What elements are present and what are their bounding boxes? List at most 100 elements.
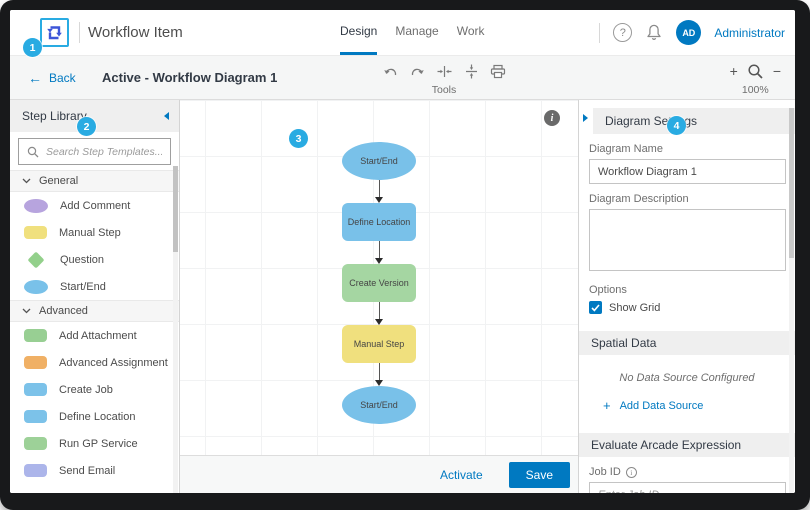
zoom-in-icon[interactable]: + <box>729 63 738 79</box>
step-label: Advanced Assignment <box>59 356 168 369</box>
step-shape <box>24 356 47 369</box>
add-data-source-label: Add Data Source <box>619 399 704 412</box>
job-id-field[interactable] <box>589 482 786 493</box>
step-shape <box>24 279 48 294</box>
node-start-end-bottom[interactable]: Start/End <box>342 386 416 424</box>
section-advanced[interactable]: Advanced <box>10 300 179 322</box>
list-item-start-end[interactable]: Start/End <box>10 273 179 300</box>
list-item-advanced-assignment[interactable]: Advanced Assignment <box>10 349 179 376</box>
step-label: Send Email <box>59 464 116 477</box>
workflow-diagram: Start/End Define Location Create Version… <box>180 142 578 424</box>
callout-1: 1 <box>23 38 42 57</box>
list-item-add-comment[interactable]: Add Comment <box>10 192 179 219</box>
tools-group: Tools <box>382 62 506 96</box>
section-general[interactable]: General <box>10 170 179 192</box>
info-icon[interactable]: i <box>544 110 560 126</box>
breadcrumb: Active - Workflow Diagram 1 <box>102 70 278 85</box>
step-label: Add Attachment <box>59 329 137 342</box>
diagram-settings-panel: Diagram Settings Diagram Name Diagram De… <box>578 100 795 493</box>
step-shape <box>24 329 47 342</box>
align-vertical-icon[interactable] <box>463 63 479 79</box>
bell-icon[interactable] <box>645 23 663 42</box>
print-icon[interactable] <box>490 63 506 79</box>
zoom-out-icon[interactable]: − <box>772 63 781 79</box>
node-create-version[interactable]: Create Version <box>342 264 416 302</box>
checkbox-checked-icon[interactable] <box>589 301 602 314</box>
diagram-name-field[interactable] <box>589 159 786 184</box>
diagram-name-label: Diagram Name <box>589 143 663 155</box>
list-item-run-gp-service[interactable]: Run GP Service <box>10 430 179 457</box>
avatar[interactable]: AD <box>676 20 702 45</box>
node-start-end-top[interactable]: Start/End <box>342 142 416 180</box>
tab-design[interactable]: Design <box>340 10 378 55</box>
align-horizontal-icon[interactable] <box>436 63 452 79</box>
step-shape <box>24 437 47 450</box>
tab-work[interactable]: Work <box>456 24 485 38</box>
workflow-manager-logo[interactable] <box>40 18 69 47</box>
step-label: Run GP Service <box>59 437 138 450</box>
diagram-canvas[interactable]: i Start/End Define Location Create Versi… <box>180 100 578 493</box>
user-name[interactable]: Administrator <box>714 25 785 40</box>
save-button[interactable]: Save <box>508 461 570 488</box>
header-divider <box>599 22 601 43</box>
node-define-location[interactable]: Define Location <box>342 203 416 241</box>
step-label: Start/End <box>60 280 106 293</box>
list-item-manual-step[interactable]: Manual Step <box>10 219 179 246</box>
show-grid-checkbox-row[interactable]: Show Grid <box>589 301 785 314</box>
diagram-description-field[interactable] <box>589 209 786 271</box>
step-label: Manual Step <box>59 226 121 239</box>
callout-3: 3 <box>289 129 308 148</box>
panel-scrollbar[interactable] <box>789 108 794 493</box>
list-item-define-location[interactable]: Define Location <box>10 403 179 430</box>
back-button[interactable]: ← Back <box>28 56 76 99</box>
callout-2: 2 <box>77 117 96 136</box>
section-label: General <box>39 175 79 187</box>
diagram-description-label: Diagram Description <box>589 193 689 205</box>
header-right-group: ? AD Administrator <box>599 10 785 55</box>
activate-button[interactable]: Activate <box>439 467 483 482</box>
main-tabs: Design Manage Work <box>340 10 485 55</box>
header-divider <box>79 22 80 43</box>
spatial-data-header: Spatial Data <box>579 331 795 355</box>
info-icon[interactable]: i <box>625 466 637 478</box>
diagram-settings-title: Diagram Settings <box>593 108 795 134</box>
connector-arrow <box>375 363 383 386</box>
sidebar-scrollbar[interactable] <box>173 166 178 493</box>
help-icon[interactable]: ? <box>613 23 633 42</box>
callout-4: 4 <box>667 116 686 135</box>
job-id-label-row: Job ID i <box>589 466 785 478</box>
options-label: Options <box>589 284 627 296</box>
tab-manage[interactable]: Manage <box>395 24 439 38</box>
zoom-group: + − 100% <box>730 62 781 96</box>
search-input[interactable] <box>46 145 162 158</box>
app-header: Workflow Item Design Manage Work ? AD Ad… <box>10 10 795 55</box>
step-search-box <box>18 138 171 165</box>
back-label: Back <box>49 70 76 85</box>
redo-icon[interactable] <box>409 63 425 79</box>
list-item-add-attachment[interactable]: Add Attachment <box>10 322 179 349</box>
node-manual-step[interactable]: Manual Step <box>342 325 416 363</box>
no-data-source-text: No Data Source Configured <box>619 372 755 384</box>
collapse-left-icon[interactable] <box>164 112 169 120</box>
canvas-footer: Activate Save <box>180 455 578 493</box>
content-area: Step Library Gener <box>10 100 795 493</box>
list-item-create-job[interactable]: Create Job <box>10 376 179 403</box>
step-shape <box>24 226 47 239</box>
chevron-down-icon <box>22 178 31 184</box>
list-item-send-email[interactable]: Send Email <box>10 457 179 484</box>
step-label: Define Location <box>59 410 136 423</box>
step-label: Question <box>60 253 105 266</box>
list-item-question[interactable]: Question <box>10 246 179 273</box>
show-grid-label: Show Grid <box>609 301 661 314</box>
arcade-expression-header: Evaluate Arcade Expression <box>579 433 795 457</box>
zoom-level: 100% <box>741 84 769 96</box>
connector-arrow <box>375 241 383 264</box>
workflow-loop-icon <box>45 23 64 42</box>
step-shape <box>27 251 45 268</box>
magnifier-icon[interactable] <box>747 63 764 80</box>
undo-icon[interactable] <box>382 63 398 79</box>
back-arrow-icon: ← <box>28 69 42 86</box>
add-data-source-button[interactable]: + Add Data Source <box>603 399 795 412</box>
collapse-right-icon[interactable] <box>583 114 588 122</box>
chevron-down-icon <box>22 308 31 314</box>
